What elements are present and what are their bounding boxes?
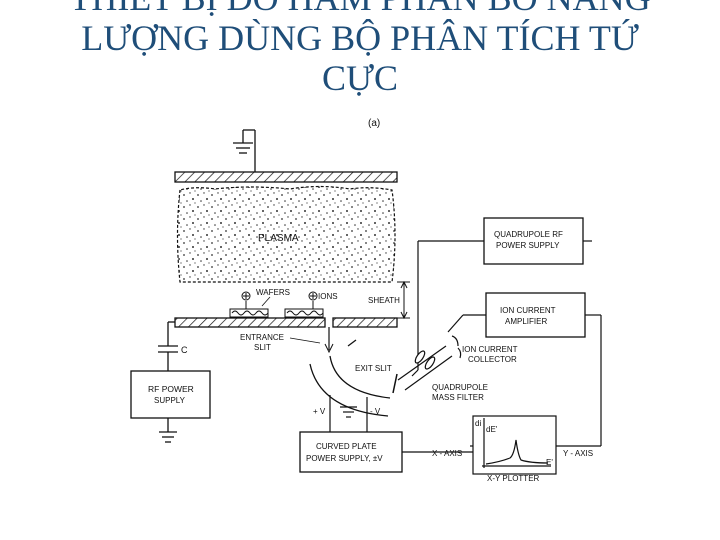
bottom-electrode-right	[332, 317, 398, 328]
title-line-1: THIẾT BỊ ĐO HÀM PHÂN BỐ NĂNG	[0, 0, 720, 18]
ion-collector	[451, 335, 462, 359]
quadrupole-mass-filter	[397, 345, 453, 391]
di-label: di	[475, 419, 481, 428]
mass-filter-label-1: QUADRUPOLE	[432, 383, 488, 392]
x-axis-label: X - AXIS	[432, 449, 462, 458]
quad-rf-label-2: POWER SUPPLY	[496, 241, 560, 250]
ion-symbols	[241, 291, 318, 309]
quadrupole-rf-supply-box	[483, 217, 584, 265]
bottom-electrode-left	[174, 317, 326, 328]
collector-label-2: COLLECTOR	[468, 355, 517, 364]
rf-power-label-1: RF POWER	[148, 384, 194, 394]
entrance-slit-label-2: SLIT	[254, 343, 271, 352]
quad-rf-label-1: QUADRUPOLE RF	[494, 230, 563, 239]
rf-circuit-wiring	[158, 321, 178, 443]
de-label: dE'	[486, 425, 498, 434]
wafers-label: WAFERS	[256, 288, 290, 297]
capacitor-label: C	[181, 345, 188, 355]
mass-filter-label-2: MASS FILTER	[432, 393, 484, 402]
slide-title: THIẾT BỊ ĐO HÀM PHÂN BỐ NĂNG LƯỢNG DÙNG …	[0, 0, 720, 98]
exit-slit-label: EXIT SLIT	[355, 364, 392, 373]
e-prime-label: E'	[546, 458, 553, 467]
plotter-label: X-Y PLOTTER	[487, 474, 540, 483]
ion-amp-label-1: ION CURRENT	[500, 306, 556, 315]
panel-label: (a)	[368, 118, 380, 129]
curved-plate-analyzer	[309, 339, 391, 417]
exit-slit-plate	[392, 373, 398, 394]
minus-v-label: - V	[370, 407, 381, 416]
top-electrode	[174, 171, 398, 183]
title-line-3: CỰC	[322, 58, 398, 98]
curved-plate-label-1: CURVED PLATE	[316, 442, 377, 451]
rf-power-supply-box	[130, 370, 211, 419]
ion-amp-label-2: AMPLIFIER	[505, 317, 547, 326]
curved-plate-supply-box	[299, 431, 403, 473]
top-ground	[233, 129, 256, 172]
sheath-label: SHEATH	[368, 296, 400, 305]
plus-v-label: + V	[313, 407, 326, 416]
curved-plate-wiring	[329, 395, 368, 432]
rf-power-label-2: SUPPLY	[154, 396, 186, 405]
ions-label: IONS	[318, 292, 338, 301]
plasma-region	[176, 185, 396, 283]
xy-plotter	[470, 415, 557, 475]
wafer-stack	[229, 308, 324, 318]
title-line-2: LƯỢNG DÙNG BỘ PHÂN TÍCH TỨ	[81, 18, 639, 58]
plasma-label: PLASMA	[258, 233, 299, 244]
sheath-marker	[397, 280, 410, 320]
wafers-pointer	[261, 296, 271, 307]
entrance-slit-pointer	[289, 337, 321, 344]
entrance-slit-label-1: ENTRANCE	[240, 333, 284, 342]
curved-plate-label-2: POWER SUPPLY, ±V	[306, 454, 383, 463]
ion-current-amplifier-box	[485, 292, 586, 338]
y-axis-label: Y - AXIS	[563, 449, 593, 458]
collector-label-1: ION CURRENT	[462, 345, 518, 354]
ion-path-arrow	[324, 343, 334, 354]
analyzer-wiring	[411, 240, 602, 447]
